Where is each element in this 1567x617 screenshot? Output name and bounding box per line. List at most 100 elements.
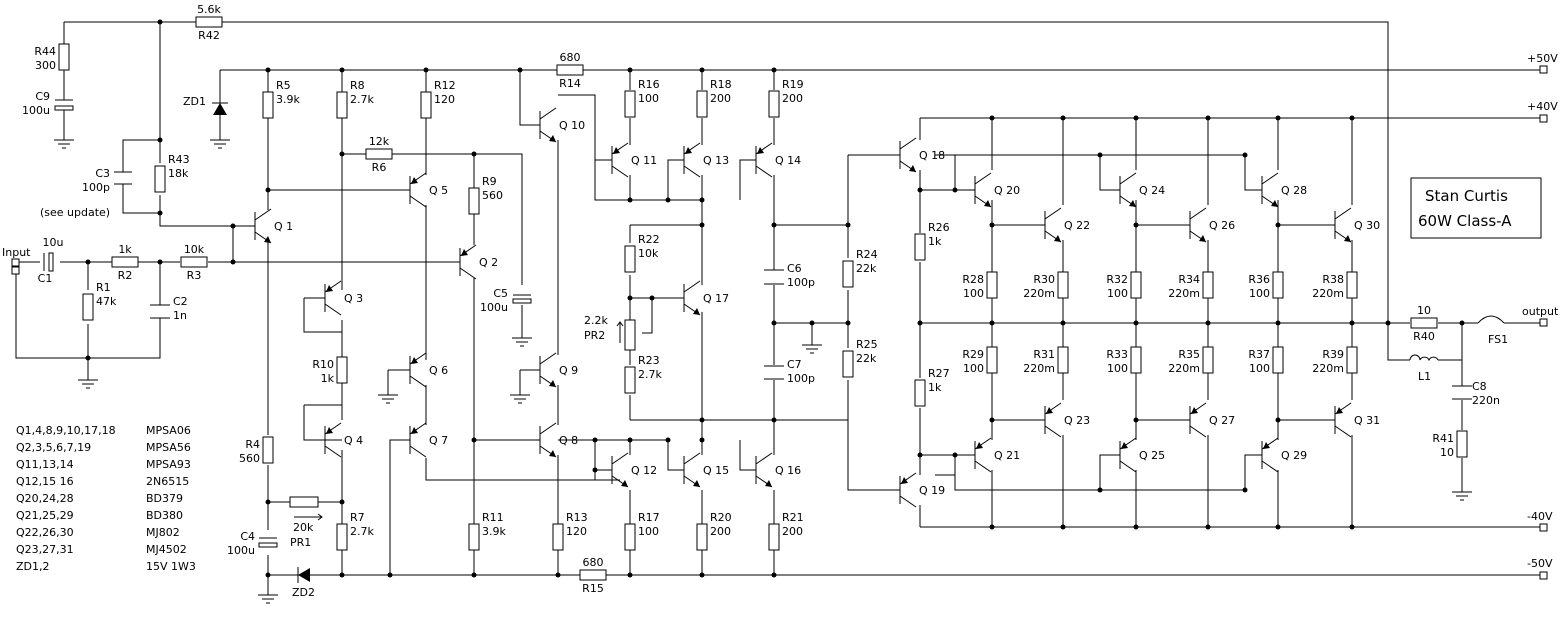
- resistor-ref: R42: [198, 29, 220, 42]
- resistor-ref: R36: [1248, 273, 1270, 286]
- resistor-value: 22k: [856, 262, 877, 275]
- capacitor-ref: C6: [787, 262, 802, 275]
- junction-dot: [1242, 487, 1248, 493]
- transistor-q2: Q 2: [459, 244, 498, 280]
- capacitor-value: 100u: [480, 301, 508, 314]
- resistor-ref: R31: [1033, 348, 1055, 361]
- output-terminal: [1539, 318, 1548, 327]
- zener-symbols: [212, 102, 342, 583]
- resistor-value: 2.7k: [638, 368, 662, 381]
- junction-dot: [265, 67, 271, 73]
- resistor-value: 100: [638, 92, 659, 105]
- junction-dot: [845, 320, 851, 326]
- junction-dot: [989, 417, 995, 423]
- resistor-ref: R25: [856, 338, 878, 351]
- junction-dot: [699, 197, 705, 203]
- resistor-value: 100: [963, 287, 984, 300]
- resistor-ref: R15: [582, 582, 604, 595]
- resistor-value: 220m: [1312, 287, 1344, 300]
- resistor-ref: R17: [638, 511, 660, 524]
- transistor-ref: Q 24: [1139, 184, 1165, 197]
- resistors: R443005.6kR42R4318kR53.9kR82.7kR1212012k…: [34, 3, 1468, 595]
- junction-dot: [265, 572, 271, 578]
- resistor-value: 3.9k: [276, 93, 300, 106]
- output-label: output: [1522, 305, 1559, 318]
- transistor-ref: Q 9: [559, 364, 578, 377]
- capacitor-ref: C9: [35, 90, 50, 103]
- junction-dot: [85, 259, 91, 265]
- resistor-value: 200: [710, 525, 731, 538]
- capacitor-labels: C9100uC3100p10uC1C21nC5100uC4100uC6100pC…: [22, 90, 1500, 557]
- resistor-ref: R40: [1413, 330, 1435, 343]
- transistor-ref: Q 23: [1064, 414, 1090, 427]
- transistor-ref: Q 28: [1281, 184, 1307, 197]
- resistor-value: 1k: [118, 243, 132, 256]
- capacitor-value: 220n: [1472, 394, 1500, 407]
- capacitor-value: 100p: [82, 181, 110, 194]
- resistor-r5: R53.9k: [262, 79, 300, 119]
- resistor-value: 220m: [1168, 287, 1200, 300]
- junction-dot: [423, 67, 429, 73]
- capacitor-ref: C7: [787, 358, 802, 371]
- resistor-ref: R20: [710, 511, 732, 524]
- parts-list-refs: Q11,13,14: [16, 458, 74, 471]
- junction-dot: [952, 452, 958, 458]
- parts-list-type: BD380: [146, 509, 183, 522]
- resistor-value: 100: [1249, 287, 1270, 300]
- resistor-value: 2.7k: [350, 525, 374, 538]
- junction-dot: [1275, 417, 1281, 423]
- parts-list-refs: ZD1,2: [16, 560, 50, 573]
- transistor-q20: Q 20: [974, 172, 1020, 208]
- transistor-ref: Q 22: [1064, 219, 1090, 232]
- junction-dot: [1060, 524, 1066, 530]
- transistor-q19: Q 19: [899, 472, 945, 508]
- resistor-value: 100: [963, 362, 984, 375]
- resistor-value: 200: [782, 92, 803, 105]
- parts-list-refs: Q21,25,29: [16, 509, 74, 522]
- resistor-value: 10k: [638, 247, 659, 260]
- junction-dot: [1242, 152, 1248, 158]
- resistor-value: 220m: [1168, 362, 1200, 375]
- transistor-q26: Q 26: [1189, 207, 1235, 243]
- junction-dot: [339, 499, 345, 505]
- resistor-ref: R8: [350, 79, 365, 92]
- capacitor-ref: C2: [173, 295, 188, 308]
- transistor-ref: Q 7: [429, 434, 448, 447]
- capacitor-ref: C1: [38, 272, 53, 285]
- junction-dot: [771, 417, 777, 423]
- transistor-ref: Q 2: [479, 256, 498, 269]
- rail-label-p50: +50V: [1527, 52, 1558, 65]
- transistor-q1: Q 1: [254, 208, 293, 244]
- junction-dot: [1349, 524, 1355, 530]
- driver-wires: [219, 70, 620, 595]
- resistor-ref: R7: [350, 511, 365, 524]
- transistor-q22: Q 22: [1044, 207, 1090, 243]
- parts-list-refs: Q22,26,30: [16, 526, 74, 539]
- l1-label: L1: [1418, 370, 1431, 383]
- input-terminals: [11, 258, 20, 275]
- transistor-ref: Q 8: [559, 434, 578, 447]
- fs1-label: FS1: [1488, 333, 1508, 346]
- resistor-ref: R16: [638, 78, 660, 91]
- junction-dot: [917, 187, 923, 193]
- junction-dot: [1275, 222, 1281, 228]
- parts-list-refs: Q1,4,8,9,10,17,18: [16, 424, 116, 437]
- transistor-q28: Q 28: [1261, 172, 1307, 208]
- transistor-ref: Q 15: [703, 464, 729, 477]
- resistor-value: 220m: [1023, 362, 1055, 375]
